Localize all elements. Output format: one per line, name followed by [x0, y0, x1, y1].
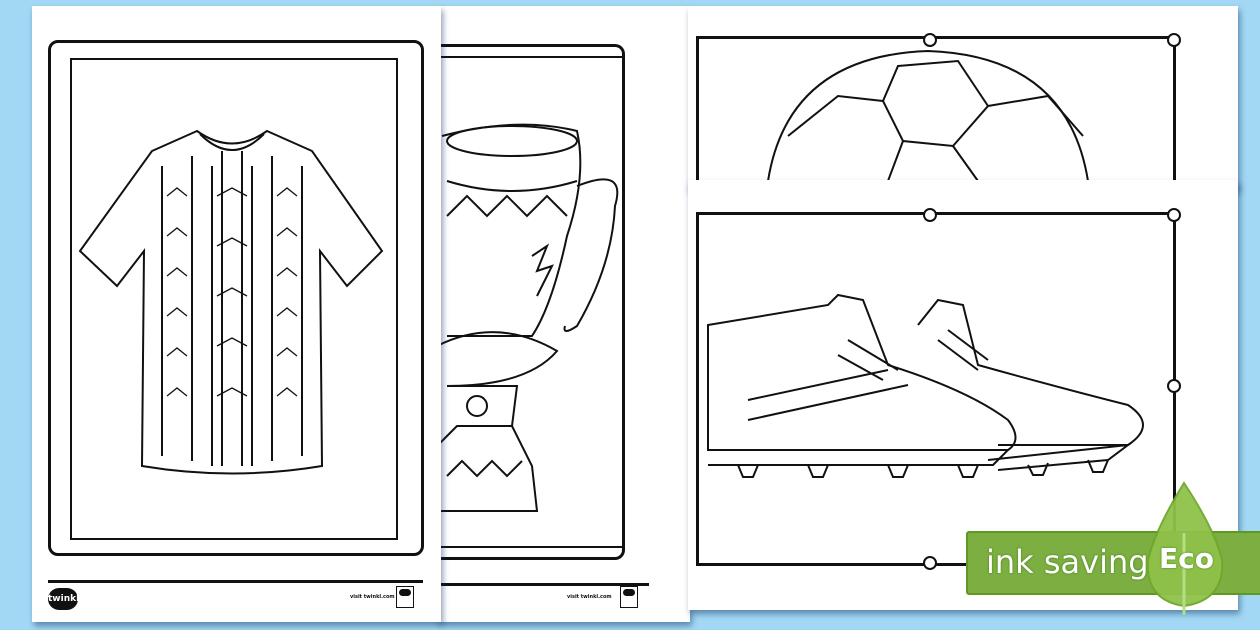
twinkl-logo: twinkl [48, 588, 79, 610]
footer-url: visit twinkl.com [567, 594, 612, 600]
ink-saving-banner: ink saving [966, 531, 1260, 595]
ink-saving-label: ink saving [986, 543, 1149, 581]
sheet-inner-border [70, 58, 398, 540]
shirt-drawing [78, 129, 384, 475]
football-sheet [688, 6, 1238, 242]
eco-label: Eco [1159, 542, 1214, 575]
footer-url: visit twinkl.com [350, 594, 395, 600]
football-drawing [767, 33, 1181, 182]
footer-divider [437, 583, 649, 586]
shirt-sheet: twinkl visit twinkl.com [32, 6, 441, 622]
award-badge-icon [396, 586, 414, 608]
footer-divider [48, 580, 423, 583]
sheet-inner-border [437, 56, 624, 548]
trophy-sheet: visit twinkl.com [437, 6, 690, 622]
trophy-drawing [437, 123, 619, 512]
sheet-border [48, 40, 424, 556]
boots-drawing [707, 208, 1181, 570]
award-badge-icon [620, 586, 638, 608]
